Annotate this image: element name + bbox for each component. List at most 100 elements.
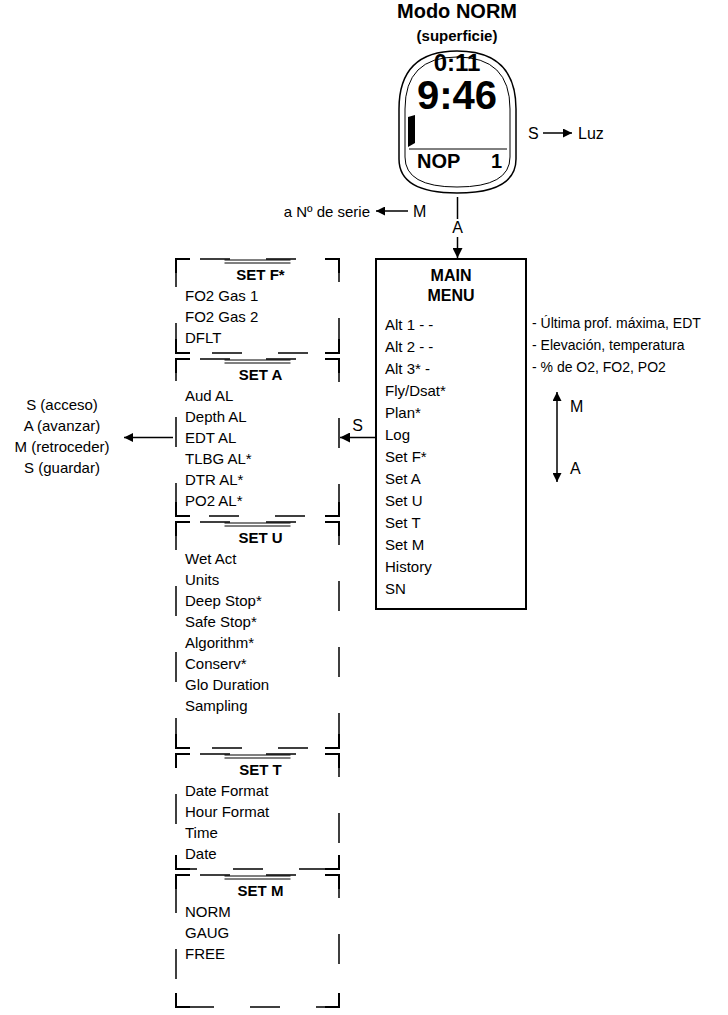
double-rule: [225, 523, 291, 526]
button-note: M (retroceder): [14, 436, 109, 457]
button-note: S (acceso): [26, 394, 98, 415]
subtitle: (superficie): [417, 25, 498, 47]
setting-item: GAUG: [185, 922, 336, 943]
display-time: 9:46: [417, 75, 497, 115]
button-note: S (guardar): [24, 457, 100, 478]
menu-heading: MAIN MENU: [416, 266, 486, 306]
setting-item: Hour Format: [185, 801, 336, 822]
button-name: M: [570, 396, 583, 418]
menu-item: Set U: [377, 490, 525, 512]
notes-arrow: [124, 437, 173, 439]
action-label: Luz: [578, 123, 604, 145]
main-menu-box: MAIN MENU Alt 1 - -Alt 2 - -Alt 3* -Fly/D…: [375, 258, 527, 610]
display-divider: [409, 149, 507, 150]
menu-item: History: [377, 556, 525, 578]
bracket-dashes: [176, 359, 339, 516]
action-label: a Nº de serie: [284, 201, 370, 223]
setting-item: Sampling: [185, 695, 336, 716]
setting-item: Aud AL: [185, 385, 336, 406]
setting-item: Wet Act: [185, 548, 336, 569]
menu-item: Alt 3* -: [377, 358, 525, 380]
bracket-corners: [176, 259, 339, 353]
menu-note: - Última prof. máxima, EDT: [532, 312, 701, 334]
button-note: A (avanzar): [24, 415, 101, 436]
setting-item: Time: [185, 822, 336, 843]
bracket-dashes: [176, 754, 339, 869]
group-heading: SET A: [185, 364, 336, 385]
serial-arrow: [376, 210, 408, 212]
group-heading: SET T: [185, 759, 336, 780]
menu-note: - Elevación, temperatura: [532, 334, 685, 356]
setting-item: Conserv*: [185, 653, 336, 674]
bracket-dashes: [176, 522, 339, 748]
bracket-corners: [176, 359, 339, 516]
button-name: M: [413, 201, 426, 223]
menu-connector: [340, 437, 375, 439]
bracket-corners: [176, 522, 339, 748]
settings-group: SET MNORMGAUGFREE: [175, 874, 340, 1008]
settings-group: SET UWet ActUnitsDeep Stop*Safe Stop*Alg…: [175, 521, 340, 749]
group-heading: SET M: [185, 880, 336, 901]
setting-item: Deep Stop*: [185, 590, 336, 611]
dive-computer-display: 0:119:46NOP 1: [395, 47, 520, 197]
light-arrow: [543, 132, 572, 134]
setting-item: EDT AL: [185, 427, 336, 448]
display-shell: [399, 51, 516, 193]
setting-item: Date: [185, 843, 336, 864]
menu-item: SN: [377, 578, 525, 600]
double-rule: [225, 876, 291, 879]
display-mode: NOP: [417, 151, 460, 171]
display-digits: 0:11: [434, 51, 481, 75]
battery-bar: [408, 115, 415, 147]
setting-item: Date Format: [185, 780, 336, 801]
setting-item: FO2 Gas 1: [185, 285, 336, 306]
bracket-corners: [176, 754, 339, 869]
menu-item: Set M: [377, 534, 525, 556]
setting-item: DFLT: [185, 327, 336, 348]
menu-item: Plan*: [377, 402, 525, 424]
setting-item: PO2 AL*: [185, 490, 336, 511]
settings-group: SET TDate FormatHour FormatTimeDate: [175, 753, 340, 870]
setting-item: Depth AL: [185, 406, 336, 427]
menu-item: Alt 2 - -: [377, 336, 525, 358]
bracket-dashes: [176, 875, 339, 1007]
setting-item: TLBG AL*: [185, 448, 336, 469]
settings-group: SET AAud ALDepth ALEDT ALTLBG AL*DTR AL*…: [175, 358, 340, 517]
bracket-corners: [176, 875, 339, 1007]
double-rule: [225, 755, 291, 758]
menu-item: Set T: [377, 512, 525, 534]
settings-group: SET F*FO2 Gas 1FO2 Gas 2DFLT: [175, 258, 340, 354]
menu-note: - % de O2, FO2, PO2: [532, 356, 666, 378]
setting-item: NORM: [185, 901, 336, 922]
group-heading: SET U: [185, 527, 336, 548]
menu-item: Fly/Dsat*: [377, 380, 525, 402]
setting-item: FREE: [185, 943, 336, 964]
diagram-title: Modo NORM: [397, 0, 517, 23]
menu-item: Log: [377, 424, 525, 446]
button-name: S: [350, 417, 365, 435]
bracket-dashes: [176, 259, 339, 353]
setting-item: FO2 Gas 2: [185, 306, 336, 327]
double-rule: [225, 260, 291, 263]
setting-item: Algorithm*: [185, 632, 336, 653]
menu-item: Alt 1 - -: [377, 314, 525, 336]
button-name: S: [528, 123, 539, 145]
menu-item: Set A: [377, 468, 525, 490]
setting-item: Safe Stop*: [185, 611, 336, 632]
button-name: A: [570, 458, 581, 480]
button-name: A: [450, 219, 465, 237]
display-digit: 1: [491, 151, 502, 171]
group-heading: SET F*: [185, 264, 336, 285]
scroll-arrow: [556, 392, 558, 482]
display-bezel: [405, 57, 510, 187]
setting-item: DTR AL*: [185, 469, 336, 490]
setting-item: Glo Duration: [185, 674, 336, 695]
menu-item: Set F*: [377, 446, 525, 468]
setting-item: Units: [185, 569, 336, 590]
double-rule: [225, 360, 291, 363]
